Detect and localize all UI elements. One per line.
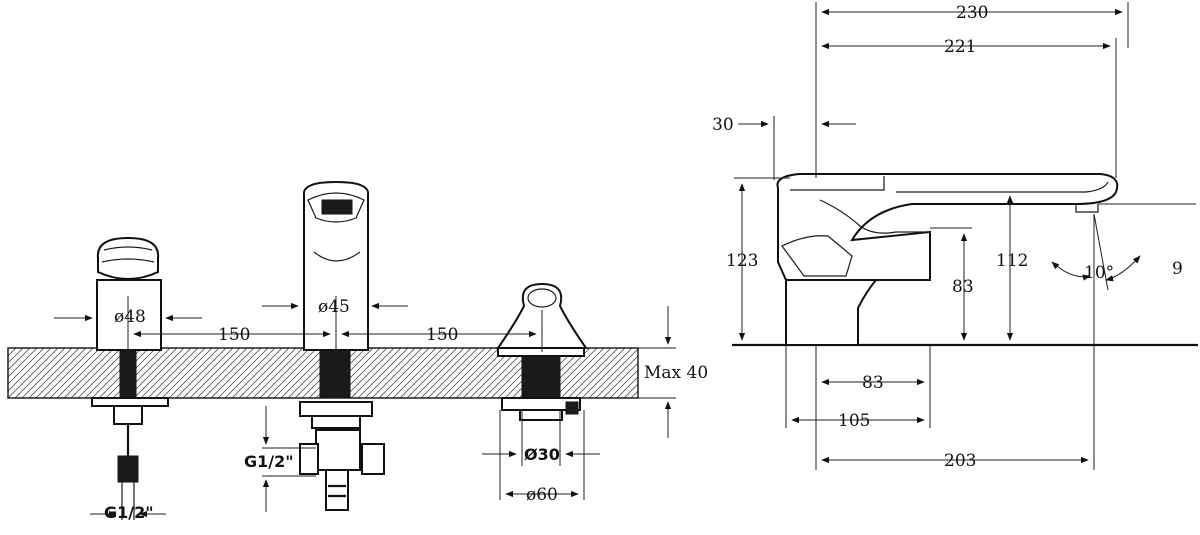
dim-angle: 10° <box>1084 263 1114 283</box>
front-view: ø48 ø45 150 150 Max 40 G1/2" G1/2" Ø30 <box>7 180 708 522</box>
dim-spacing-left: 150 <box>218 325 250 345</box>
dim-base-diameter: ø60 <box>526 485 558 505</box>
dim-spacing-right: 150 <box>426 325 458 345</box>
dim-height-body: 83 <box>952 277 974 297</box>
dim-deck-max: Max 40 <box>644 363 708 383</box>
dim-base-83: 83 <box>862 373 884 393</box>
dim-handle-diameter: ø48 <box>114 307 146 327</box>
dim-height-spout: 112 <box>996 251 1028 271</box>
dim-outlet: 9 <box>1172 259 1183 279</box>
dim-thread-left: G1/2" <box>104 503 154 522</box>
dim-height-total: 123 <box>726 251 758 271</box>
center-spout <box>299 180 385 511</box>
dim-spout-diameter: ø45 <box>318 297 350 317</box>
dim-hole-diameter: Ø30 <box>524 445 560 464</box>
left-handle <box>91 236 169 520</box>
dim-overall-length: 230 <box>956 3 988 23</box>
dim-spout-length: 221 <box>944 37 976 57</box>
dim-offset: 30 <box>712 115 734 135</box>
dim-reach: 203 <box>944 451 976 471</box>
dim-base-105: 105 <box>838 411 870 431</box>
dim-thread-center: G1/2" <box>244 452 294 471</box>
side-view: 230 221 30 123 83 112 10° 9 83 105 203 <box>712 2 1198 471</box>
